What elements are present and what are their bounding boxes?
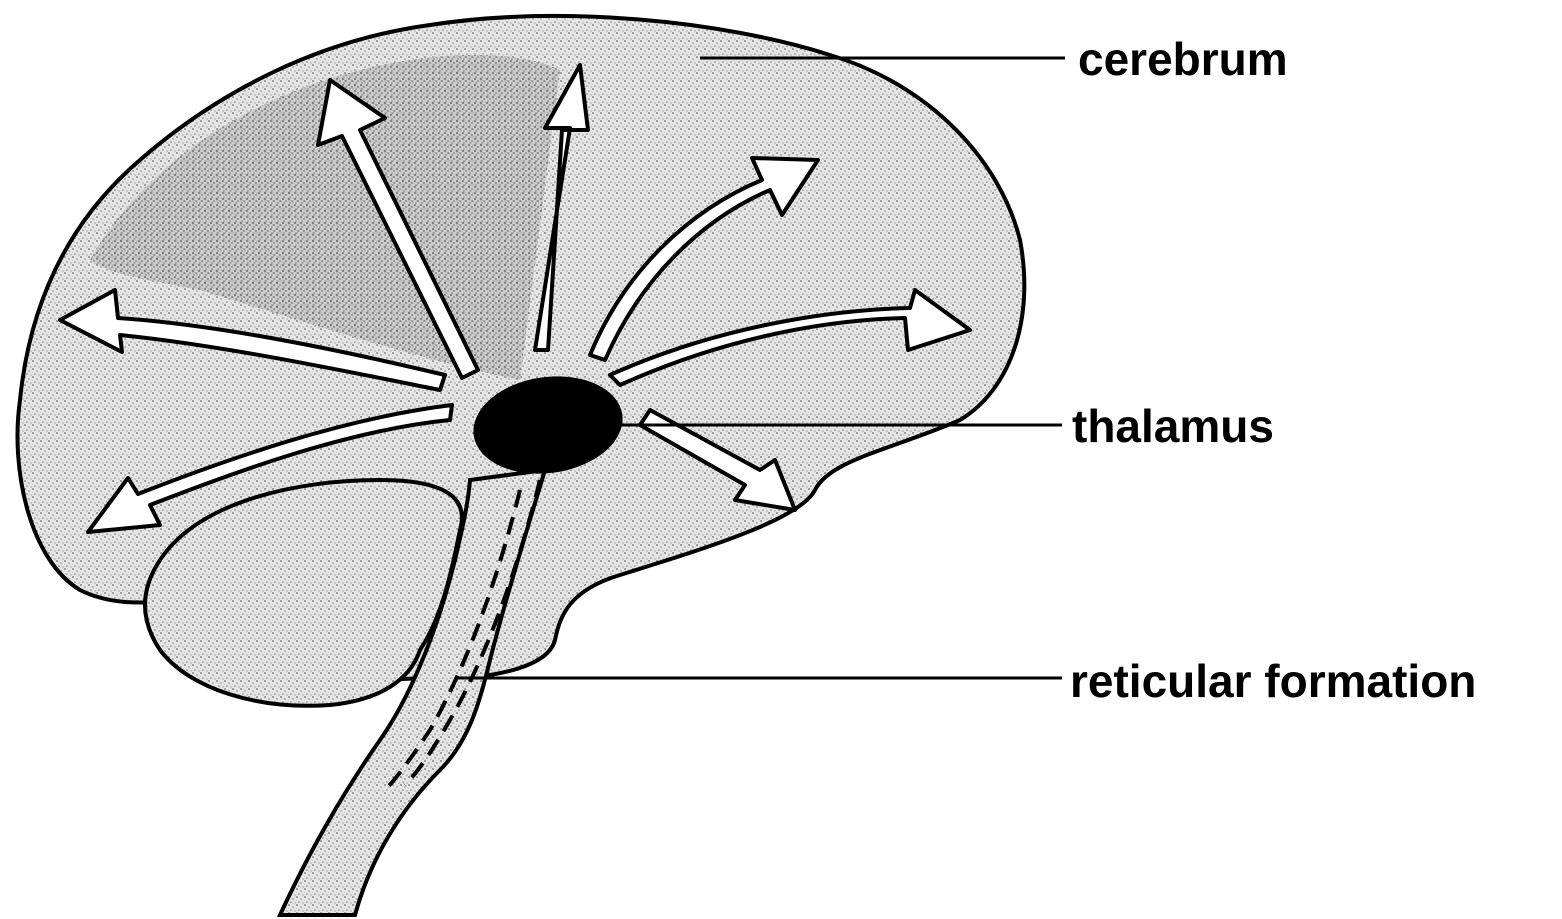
reticular-formation-label: reticular formation — [1070, 658, 1476, 704]
thalamus-label: thalamus — [1072, 403, 1274, 449]
cerebrum-label: cerebrum — [1078, 36, 1288, 82]
